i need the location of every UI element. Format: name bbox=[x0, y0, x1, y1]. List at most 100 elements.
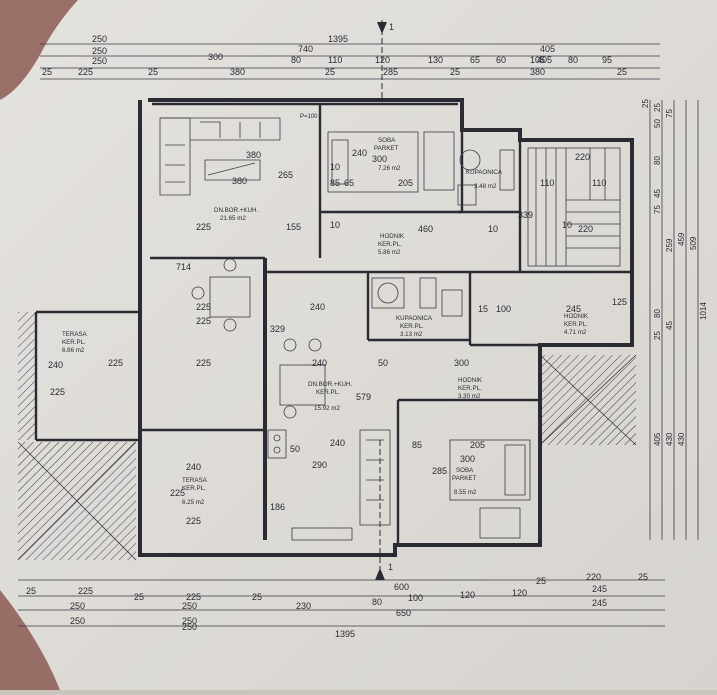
inner-dim: 10 bbox=[330, 220, 340, 230]
inner-dim: 265 bbox=[278, 170, 293, 180]
furniture bbox=[159, 117, 621, 541]
inner-dim: 225 bbox=[196, 302, 211, 312]
dim-bottom-r1-6: 25 bbox=[536, 576, 546, 586]
dim-top-r3-10: 95 bbox=[602, 55, 612, 65]
inner-dim: 125 bbox=[612, 297, 627, 307]
room-floor: KER.PL. bbox=[400, 323, 424, 330]
inner-dim: 205 bbox=[470, 440, 485, 450]
inner-dim: 225 bbox=[196, 358, 211, 368]
dim-bottom-r2-6: 120 bbox=[512, 588, 527, 598]
room-name: DN.BOR.+KUH. bbox=[308, 381, 352, 388]
dim-bottom-r1-5: 600 bbox=[394, 582, 409, 592]
dim-top-r4-8: 25 bbox=[617, 67, 627, 77]
finger-top-left bbox=[0, 0, 78, 100]
dim-bottom-r1-0: 25 bbox=[26, 586, 36, 596]
dim-bottom-r1-1: 225 bbox=[78, 586, 93, 596]
section-marker-bottom: 1 bbox=[375, 440, 393, 580]
room-name: DN.BOR.+KUH. bbox=[214, 207, 258, 214]
inner-dim: 225 bbox=[170, 488, 185, 498]
dim-bottom-r2-4: 100 bbox=[408, 593, 423, 603]
dim-top-r4-4: 25 bbox=[325, 67, 335, 77]
room-area: 3.48 m2 bbox=[474, 183, 497, 190]
dim-top-r4-0: 25 bbox=[42, 67, 52, 77]
room-name: TERASA bbox=[182, 477, 208, 484]
inner-dim: 225 bbox=[108, 358, 123, 368]
inner-dim: 110 bbox=[540, 178, 554, 188]
inner-dim: 85 bbox=[330, 178, 340, 188]
inner-dim: 155 bbox=[286, 222, 301, 232]
room-floor: PARKET bbox=[452, 475, 477, 482]
dim-top-r2-0: 250 bbox=[92, 46, 107, 56]
room-soba-top: SOBA PARKET 7.26 m2 bbox=[374, 137, 401, 172]
room-kupaonica-mid: KUPAONICA KER.PL. 3.13 m2 bbox=[396, 315, 433, 338]
inner-dim: 10 bbox=[562, 220, 572, 230]
dim-bottom-r2-1: 250 bbox=[182, 601, 197, 611]
section-marker-top: 1 bbox=[377, 20, 394, 98]
inner-dim: 240 bbox=[48, 360, 63, 370]
inner-dim: 285 bbox=[432, 466, 447, 476]
room-floor: KER.PL. bbox=[62, 339, 86, 346]
inner-dim: 225 bbox=[50, 387, 65, 397]
dim-bottom-r3-0: 250 bbox=[70, 616, 85, 626]
inner-dim: 65 bbox=[344, 178, 354, 188]
room-soba-bottom: SOBA PARKET 8.55 m2 bbox=[452, 467, 477, 496]
dim-top-r4-1: 225 bbox=[78, 67, 93, 77]
room-name: KUPAONICA bbox=[466, 169, 503, 176]
room-name: HODNIK bbox=[564, 313, 589, 320]
inner-dim: 220 bbox=[575, 152, 590, 162]
room-dn-bor-mid: DN.BOR.+KUH. KER.PL. 15.92 m2 bbox=[308, 381, 352, 412]
room-area: 8.55 m2 bbox=[454, 489, 477, 496]
inner-dim: P=100 bbox=[300, 114, 318, 120]
walls bbox=[34, 98, 634, 557]
room-area: 3.13 m2 bbox=[400, 331, 423, 338]
inner-dim: 10 bbox=[330, 162, 340, 172]
dim-bottom-r4-1: 1395 bbox=[335, 629, 355, 639]
room-name: TERASA bbox=[62, 331, 88, 338]
dim-top-r3-0: 250 bbox=[92, 56, 107, 66]
dim-top-r2-2: 405 bbox=[537, 55, 552, 65]
inner-dimensions: 380 380 225 265 155 240 300 205 10 85 10… bbox=[48, 114, 627, 526]
inner-dim: 225 bbox=[196, 222, 211, 232]
dim-top-r3-6: 65 bbox=[470, 55, 480, 65]
inner-dim: 205 bbox=[398, 178, 413, 188]
dim-top-r4-6: 25 bbox=[450, 67, 460, 77]
dim-bottom-r3-2: 650 bbox=[396, 608, 411, 618]
dim-bottom-r2-7: 245 bbox=[592, 584, 607, 594]
room-name: KUPAONICA bbox=[396, 315, 433, 322]
dim-top-r1-2: 405 bbox=[540, 44, 555, 54]
section-label-bottom: 1 bbox=[388, 562, 393, 572]
inner-dim: 50 bbox=[378, 358, 388, 368]
room-dn-bor-top: DN.BOR.+KUH. 21.65 m2 bbox=[214, 207, 258, 222]
inner-dim: 714 bbox=[176, 262, 191, 272]
room-area: 5.86 m2 bbox=[378, 249, 401, 256]
room-name: HODNIK bbox=[458, 377, 483, 384]
dim-top-r3-2: 80 bbox=[291, 55, 301, 65]
dim-top-r3-7: 60 bbox=[496, 55, 506, 65]
inner-dim: 186 bbox=[270, 502, 285, 512]
room-terasa-left: TERASA KER.PL. 6.86 m2 bbox=[62, 331, 88, 354]
room-kupaonica-top: KUPAONICA 3.48 m2 bbox=[466, 169, 503, 190]
room-area: 4.71 m2 bbox=[564, 329, 587, 336]
inner-dim: 110 bbox=[592, 178, 606, 188]
inner-dim: 10 bbox=[488, 224, 498, 234]
inner-dim: 380 bbox=[232, 176, 247, 186]
top-dimensions: 250 1395 405 250 740 405 250 300 80 110 … bbox=[40, 34, 660, 80]
room-name: SOBA bbox=[378, 137, 396, 144]
room-floor: KER.PL. bbox=[458, 385, 482, 392]
bottom-dimensions: 25 225 25 225 25 600 25 220 25 250 250 2… bbox=[18, 572, 665, 639]
dim-bottom-r4-0: 250 bbox=[182, 622, 197, 632]
dim-bottom-r1-7: 220 bbox=[586, 572, 601, 582]
dim-bottom-r1-2: 25 bbox=[134, 592, 144, 602]
dim-top-r2-1: 740 bbox=[298, 44, 313, 54]
section-label-top: 1 bbox=[389, 22, 394, 32]
inner-dim: 300 bbox=[372, 154, 387, 164]
dim-bottom-r3-3: 245 bbox=[592, 598, 607, 608]
inner-dim: 240 bbox=[330, 438, 345, 448]
dim-bottom-r3-1: 250 bbox=[182, 616, 197, 626]
dim-bottom-r1-8: 25 bbox=[638, 572, 648, 582]
finger-bottom-left bbox=[0, 590, 60, 690]
staircase bbox=[527, 147, 621, 267]
inner-dim: 339 bbox=[518, 210, 533, 220]
